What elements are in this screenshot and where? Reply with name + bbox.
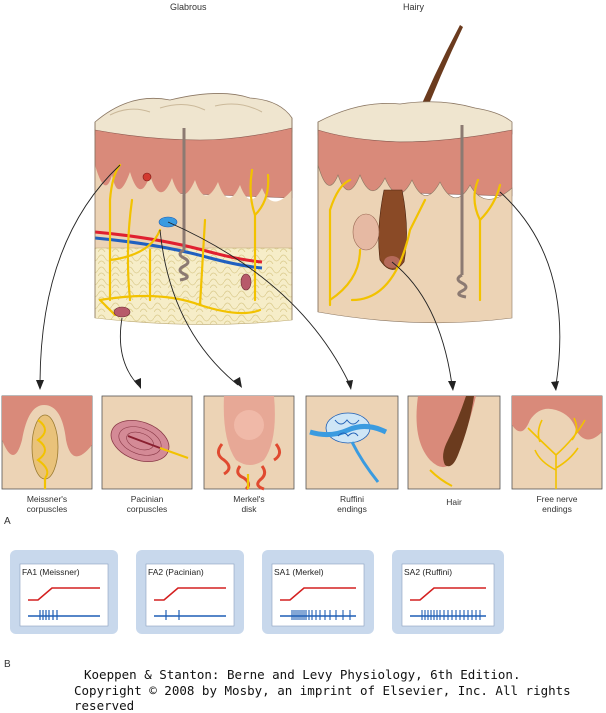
glabrous-skin-block	[94, 93, 293, 325]
label-fa2: FA2 (Pacinian)	[148, 567, 204, 577]
caption-line1: Koeppen & Stanton: Berne and Levy Physio…	[84, 667, 521, 682]
merkel-panel	[203, 395, 295, 491]
sa1-spikes	[291, 610, 351, 620]
sa1-panel	[262, 550, 374, 634]
label-fa1: FA1 (Meissner)	[22, 567, 80, 577]
title-hairy: Hairy	[403, 2, 425, 12]
ruffini-panel	[305, 395, 399, 490]
sa2-panel	[392, 550, 504, 634]
receptor-panels	[1, 395, 603, 491]
pacinian-panel	[101, 395, 193, 490]
caption-line2: Copyright © 2008 by Mosby, an imprint of…	[74, 683, 571, 713]
label-sa1: SA1 (Merkel)	[274, 567, 324, 577]
sa2-spikes	[421, 610, 481, 620]
label-hair: Hair	[446, 497, 462, 507]
label-sa2: SA2 (Ruffini)	[404, 567, 453, 577]
panel-letter-a: A	[4, 516, 11, 527]
fa2-panel	[136, 550, 244, 634]
panel-letter-b: B	[4, 659, 11, 670]
free-nerve-panel	[511, 395, 603, 490]
fa1-spikes	[39, 610, 58, 620]
pointer-arrows	[39, 164, 561, 386]
fa2-spikes	[165, 610, 180, 620]
response-panels	[10, 550, 504, 634]
meissner-panel	[1, 395, 93, 490]
fa1-panel	[10, 550, 118, 634]
hair-panel	[407, 395, 501, 490]
hairy-skin-block	[317, 25, 513, 324]
title-glabrous: Glabrous	[170, 2, 207, 12]
arrow-heads	[36, 377, 559, 391]
